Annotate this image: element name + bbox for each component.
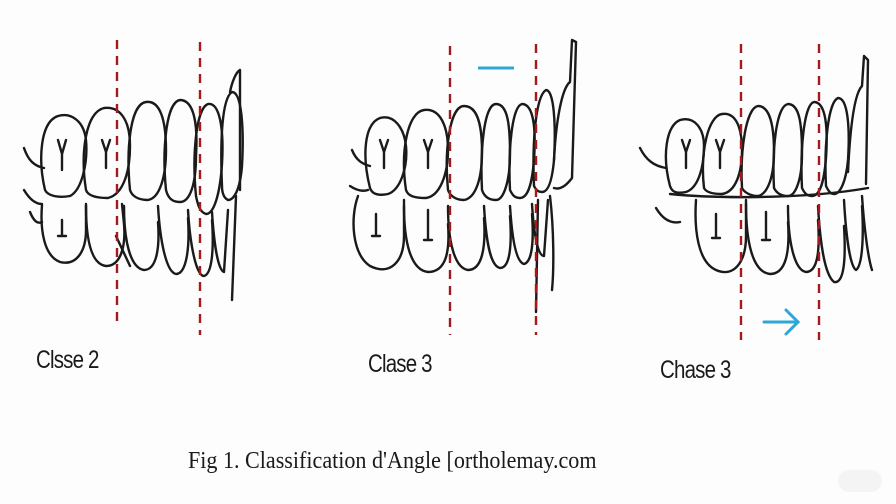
panel-class-3-drawing [348, 38, 578, 335]
panel-class-2-drawing [22, 40, 244, 335]
watermark-badge [838, 470, 882, 492]
panel-2-label: Clase 3 [368, 350, 433, 378]
panel-3-label: Chase 3 [660, 356, 731, 384]
blue-arrow-right-icon [762, 308, 801, 336]
panel-class-3-alt-drawing [638, 44, 874, 340]
panel-1-label: Clsse 2 [36, 346, 99, 374]
figure-caption: Fig 1. Classification d'Angle [ortholema… [188, 448, 597, 474]
